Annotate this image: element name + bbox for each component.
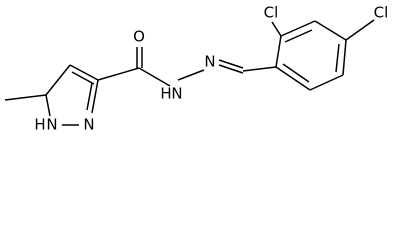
- ring-to-carbonyl-bond: [97, 67, 140, 81]
- benzene-bond-4-inner: [335, 43, 340, 73]
- para-chlorine-label: Cl: [374, 4, 389, 22]
- para-chlorine-bond: [345, 19, 375, 41]
- ring-bond-c3-n2-inner: [86, 82, 93, 111]
- ring-bond-c5-c4: [45, 64, 71, 96]
- ch-to-ring-bond: [242, 66, 277, 72]
- ring-bond-c4-c3: [69, 64, 99, 81]
- benzene-bond-2-inner: [284, 29, 313, 43]
- imine-nitrogen-label: N: [204, 53, 215, 71]
- benzene-bond-5: [309, 74, 344, 91]
- benzene-bond-4: [342, 39, 347, 76]
- ortho-chlorine-bond: [271, 21, 282, 37]
- benzene-bond-6-inner: [282, 63, 310, 83]
- n-to-ch-double-bond-b: [218, 59, 244, 69]
- carbonyl-to-nh-bond: [138, 67, 171, 87]
- ring-bond-n1-c5: [45, 94, 51, 117]
- ring-nitrogen-label: N: [83, 116, 94, 134]
- benzene-bond-1: [275, 35, 282, 68]
- ortho-chlorine-label: Cl: [264, 4, 279, 22]
- benzene-bond-3: [314, 20, 347, 41]
- amide-nitrogen-label: N: [171, 85, 182, 103]
- ring-bond-c4-c3-inner: [71, 71, 95, 85]
- bonds: [4, 19, 375, 126]
- benzene-bond-6: [275, 66, 311, 91]
- ring-nitrogen-hn-label: N: [46, 116, 57, 134]
- benzene-bond-2: [280, 20, 316, 37]
- n-to-ch-double-bond-a: [218, 64, 244, 74]
- methyl-bond: [4, 94, 47, 101]
- ring-bond-c3-n2: [91, 79, 99, 114]
- ring-nitrogen-h-label: H: [34, 116, 45, 134]
- amide-nitrogen-h-label: H: [160, 85, 171, 103]
- nh-to-n-bond: [177, 69, 205, 81]
- chemical-structure: O H N N H N N Cl Cl: [4, 4, 388, 134]
- oxygen-label: O: [133, 28, 145, 46]
- atom-labels: O H N N H N N Cl Cl: [34, 4, 388, 134]
